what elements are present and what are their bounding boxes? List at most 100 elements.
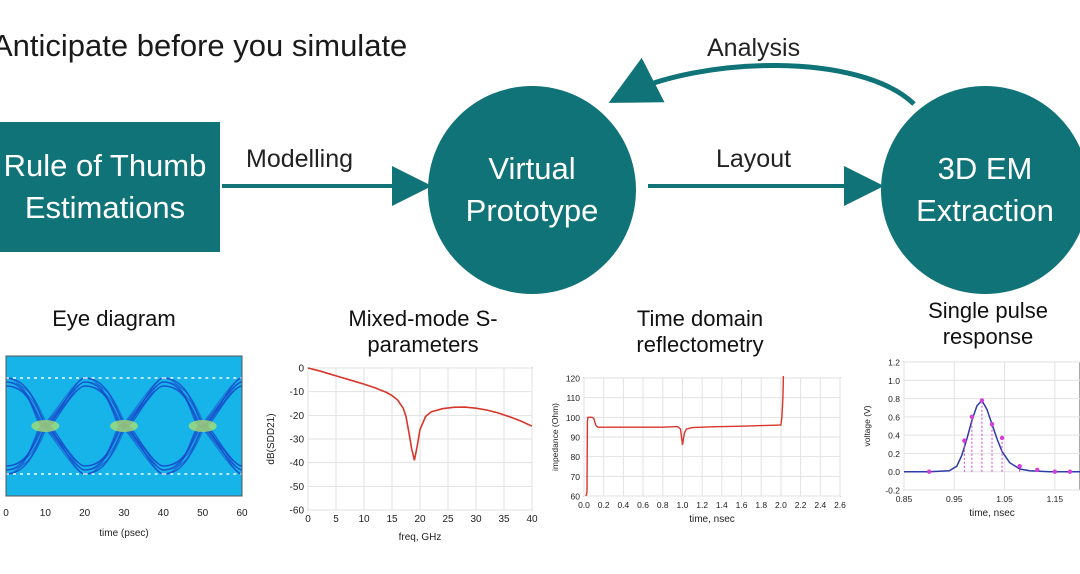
x-tick-label: 25 — [442, 514, 454, 525]
eye-crossing-hotspot — [188, 420, 217, 432]
eye-trace — [6, 465, 7, 466]
eye-trace — [241, 378, 242, 379]
eye-trace — [241, 469, 242, 470]
eye-trace — [6, 473, 7, 474]
eye-trace — [6, 465, 7, 466]
pulse-title: Single pulse response — [928, 298, 1048, 349]
data-point — [1067, 469, 1073, 474]
x-tick-label: 10 — [40, 508, 52, 519]
x-tick-label: 10 — [358, 514, 370, 525]
eye-trace — [241, 378, 242, 379]
x-tick-label: 40 — [158, 508, 170, 519]
x-tick-label: 40 — [526, 514, 538, 525]
eye-crossing-hotspot — [31, 420, 60, 432]
headline: Anticipate before you simulate — [0, 28, 408, 63]
x-tick-label: 5 — [333, 514, 339, 525]
eye-diagram-title: Eye diagram — [52, 306, 176, 331]
eye-trace — [6, 382, 7, 383]
eye-trace — [241, 382, 242, 383]
y-tick-label: 120 — [566, 374, 580, 384]
y-tick-label: 0.6 — [888, 412, 900, 422]
x-tick-label: 0.85 — [896, 494, 913, 504]
y-axis-label: impedance (Ohm) — [550, 403, 560, 471]
y-tick-label: 100 — [566, 413, 580, 423]
flow-arrows — [222, 57, 916, 206]
y-tick-label: -10 — [290, 387, 305, 398]
eye-trace — [241, 473, 242, 474]
y-tick-label: -30 — [290, 435, 305, 446]
circle2-line-2: Extraction — [916, 193, 1054, 228]
eye-trace — [6, 378, 7, 379]
y-tick-label: 90 — [571, 433, 581, 443]
eye-trace — [6, 386, 7, 387]
eye-crossing-hotspot — [110, 420, 138, 432]
x-axis-label: time, nsec — [969, 508, 1015, 519]
eye-trace — [6, 382, 7, 383]
x-tick-label: 0.8 — [657, 500, 669, 510]
x-tick-label: 0.4 — [617, 500, 629, 510]
x-tick-label: 1.05 — [996, 494, 1013, 504]
eye-trace — [241, 386, 242, 387]
circle1-line-1: Virtual — [488, 151, 576, 187]
y-tick-label: 80 — [571, 452, 581, 462]
y-axis-label: dB(SDD21) — [266, 413, 277, 464]
y-tick-label: -60 — [290, 506, 305, 517]
box-line-2: Estimations — [24, 190, 186, 225]
x-axis-label: time, nsec — [689, 514, 735, 525]
data-point — [969, 414, 975, 420]
data-point — [962, 438, 967, 443]
x-tick-label: 2.6 — [834, 500, 846, 510]
x-tick-label: 15 — [386, 514, 398, 525]
series-line — [904, 399, 1080, 473]
y-tick-label: 0.0 — [888, 467, 900, 477]
data-point — [989, 421, 995, 427]
x-tick-label: 2.2 — [795, 500, 807, 510]
eye-trace — [241, 465, 242, 466]
x-tick-label: 20 — [79, 508, 91, 519]
x-tick-label: 35 — [498, 514, 510, 525]
analysis-arrow — [608, 57, 916, 106]
x-tick-label: 30 — [118, 508, 130, 519]
circle1-line-2: Prototype — [465, 193, 599, 228]
eye-traces — [6, 377, 242, 475]
x-tick-label: 0 — [3, 508, 9, 519]
sparam-title: Mixed-mode S-parameters — [348, 306, 498, 357]
x-tick-label: 2.4 — [814, 500, 826, 510]
x-tick-label: 50 — [197, 508, 209, 519]
y-tick-label: 60 — [571, 492, 581, 502]
eye-trace — [6, 473, 7, 474]
layout-label: Layout — [716, 145, 792, 173]
eye-trace — [6, 465, 7, 466]
data-point — [979, 398, 985, 403]
eye-frame — [5, 355, 243, 497]
analysis-label: Analysis — [707, 34, 801, 62]
box-line-1: Rule of Thumb — [3, 148, 207, 184]
x-tick-label: 1.8 — [755, 500, 767, 510]
eye-trace — [6, 378, 7, 379]
eye-trace — [6, 473, 7, 474]
y-tick-label: 0.2 — [888, 449, 900, 459]
y-tick-label: 110 — [566, 393, 580, 403]
eye-trace — [6, 386, 7, 387]
3d-em-extraction-circle: 3D EM Extraction — [881, 86, 1080, 294]
y-tick-label: -50 — [290, 482, 305, 493]
x-tick-label: 20 — [414, 514, 426, 525]
circle2-line-1: 3D EM — [937, 151, 1033, 187]
y-tick-label: 1.2 — [888, 358, 900, 368]
modelling-label: Modelling — [246, 145, 354, 173]
eye-trace — [241, 378, 242, 379]
eye-trace — [6, 382, 7, 383]
eye-trace — [6, 469, 7, 470]
eye-trace — [241, 469, 242, 470]
eye-trace — [6, 378, 7, 379]
y-tick-label: 0.8 — [888, 394, 900, 404]
eye-trace — [241, 473, 242, 474]
y-tick-label: 70 — [571, 472, 581, 482]
data-point — [926, 469, 932, 474]
eye-trace — [6, 469, 7, 470]
y-tick-label: -20 — [290, 411, 305, 422]
